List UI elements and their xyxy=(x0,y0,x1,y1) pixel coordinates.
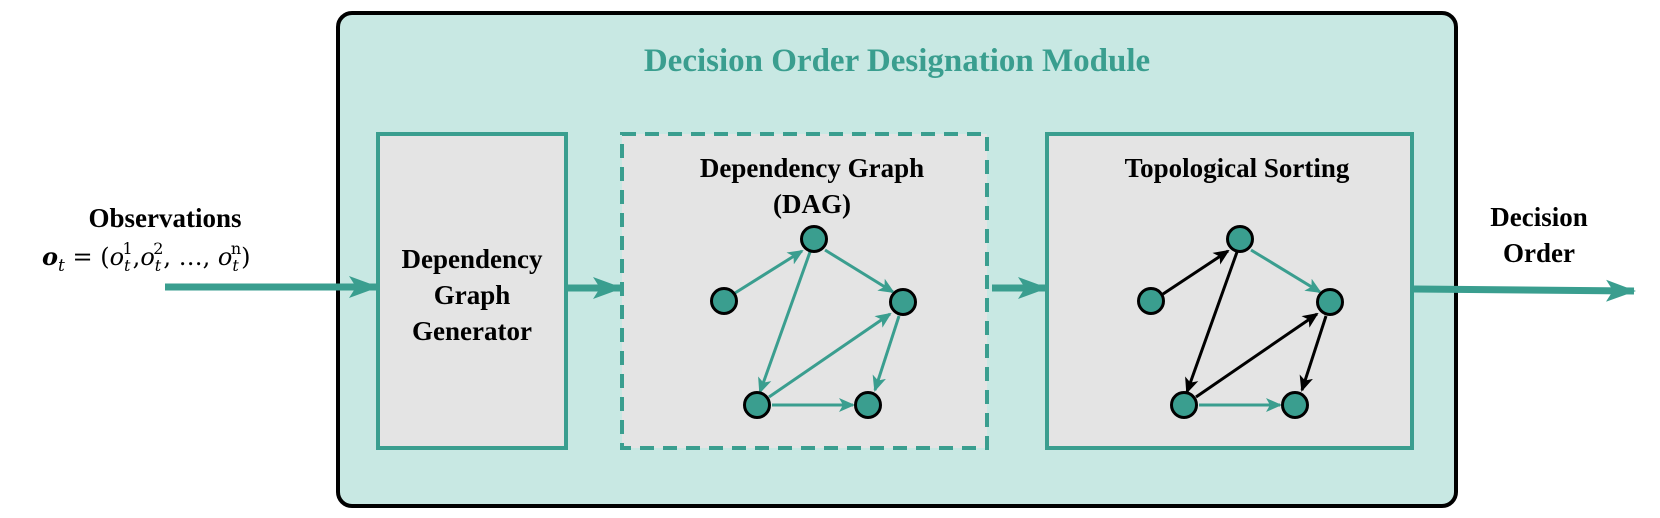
dag-node-a xyxy=(710,287,738,315)
term-n-base: o xyxy=(218,243,232,271)
output-arrow xyxy=(1413,279,1636,302)
observation-formula: ot = (ot1,ot2, …, otn) xyxy=(42,239,251,276)
term-n-sub: t xyxy=(232,256,239,275)
topo-node-b xyxy=(1226,225,1254,253)
dag-node-b xyxy=(800,225,828,253)
dag-box xyxy=(620,132,989,450)
topo-node-c xyxy=(1316,288,1344,316)
dag-title-line-2: (DAG) xyxy=(773,189,851,219)
formula-ellipsis: … xyxy=(179,243,203,271)
dag-node-d xyxy=(743,391,771,419)
term-1-sub: t xyxy=(124,256,131,275)
output-line-2: Order xyxy=(1503,238,1575,268)
topo-title: Topological Sorting xyxy=(1125,153,1350,183)
topo-edge-b-d xyxy=(1185,251,1239,394)
output-line-1: Decision xyxy=(1490,202,1588,232)
term-2-base: o xyxy=(140,243,154,271)
generator-line-1: Dependency xyxy=(402,244,543,274)
topo-edge-b-c xyxy=(1250,248,1322,294)
topo-node-d xyxy=(1170,391,1198,419)
dag-title-line-1: Dependency Graph xyxy=(700,153,924,183)
dag-edge-b-d xyxy=(758,251,812,394)
term-1-base: o xyxy=(110,243,124,271)
formula-eq: = ( xyxy=(65,243,110,271)
term-n-sup: n xyxy=(231,239,241,258)
svg-text:ot = (ot1,ot2, …, otn): ot = (ot1,ot2, …, otn) xyxy=(42,239,251,276)
dag-edge-c-e xyxy=(872,315,901,392)
dag-node-e xyxy=(854,391,882,419)
topo-node-e xyxy=(1281,391,1309,419)
formula-close: ) xyxy=(241,243,250,271)
topo-box xyxy=(1045,132,1414,450)
term-2-sup: 2 xyxy=(153,239,163,258)
dag-node-c xyxy=(889,288,917,316)
generator-line-2: Graph xyxy=(434,280,511,310)
topo-edge-d-c xyxy=(1195,312,1319,399)
formula-head-sub: t xyxy=(58,256,65,276)
topo-edge-c-e xyxy=(1299,315,1328,392)
dag-edge-b-c xyxy=(824,248,895,294)
dag-graph xyxy=(710,225,917,419)
topo-edge-a-b xyxy=(1162,249,1230,296)
module-title: Decision Order Designation Module xyxy=(644,43,1150,79)
formula-head: o xyxy=(42,242,58,271)
term-1-sup: 1 xyxy=(122,239,132,258)
topo-node-a xyxy=(1137,287,1165,315)
topo-graph xyxy=(1137,225,1344,419)
dag-edge-a-b xyxy=(734,249,804,295)
generator-box xyxy=(376,132,568,450)
term-2-sub: t xyxy=(155,256,162,275)
observations-label: Observations xyxy=(88,203,241,233)
generator-line-3: Generator xyxy=(412,316,532,346)
dag-edge-d-c xyxy=(768,312,892,399)
